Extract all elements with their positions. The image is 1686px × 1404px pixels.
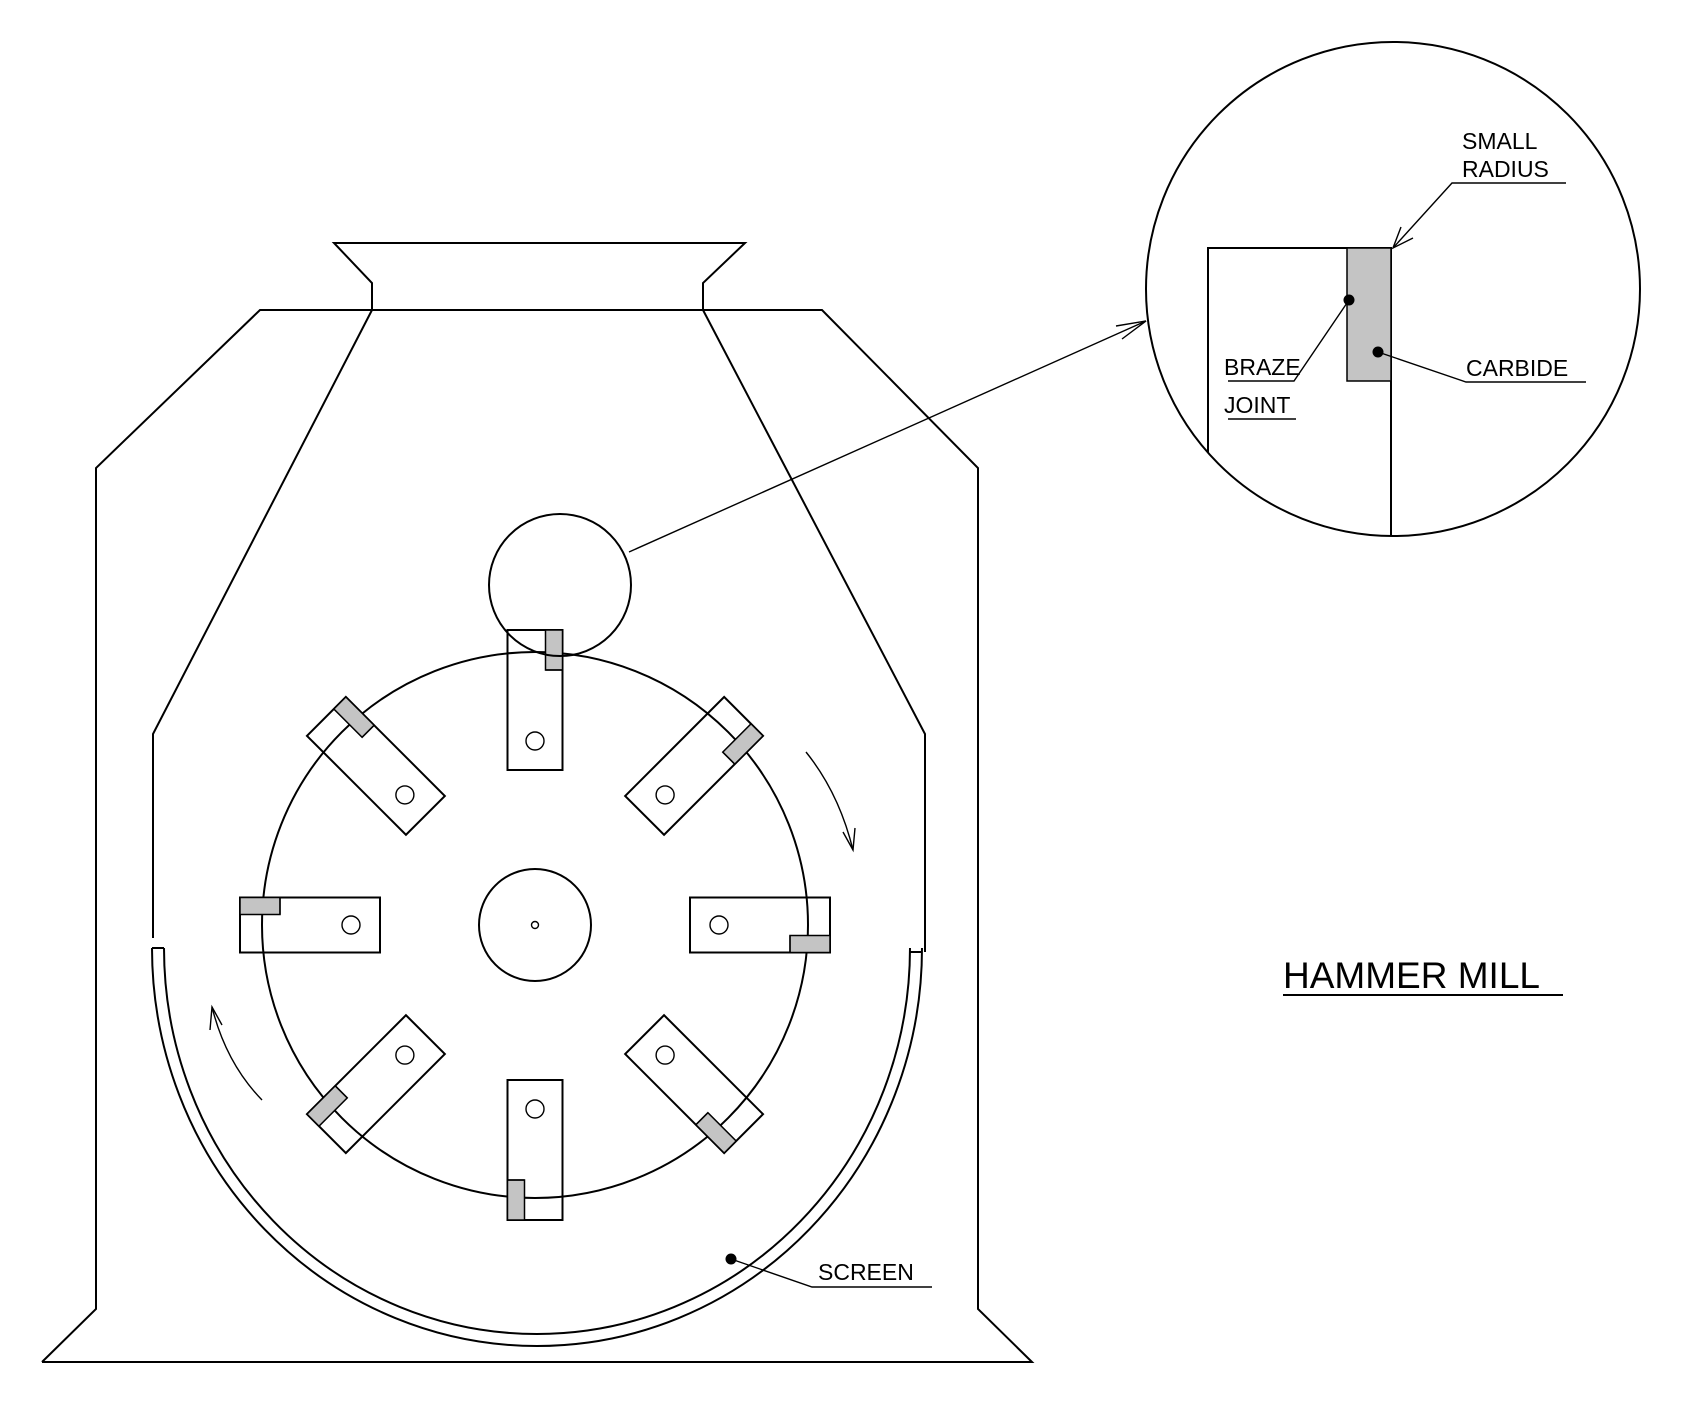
small-radius-label-1: SMALL [1462, 128, 1538, 154]
detail-hammer-outline [1207, 247, 1392, 536]
hammer-body [506, 1079, 564, 1221]
hammer-pin-hole [709, 915, 729, 935]
hammer-body [239, 896, 381, 954]
housing [41, 242, 1035, 1363]
title-block: HAMMER MILL [1283, 955, 1563, 996]
feed-hopper [331, 242, 748, 310]
detail-marker-circle [488, 513, 632, 657]
screen [151, 947, 923, 1347]
hammer-pin-hole [655, 785, 675, 805]
hammer-body [623, 1013, 765, 1155]
hammer-body [305, 695, 447, 837]
rotation-arrow-right [805, 751, 854, 851]
hammer-pin-hole [395, 1045, 415, 1065]
carbide-leader [1377, 351, 1586, 383]
screen-inner-arc [163, 947, 911, 1335]
rotor-disc [261, 651, 809, 1199]
rotor-hub [478, 868, 592, 982]
screen-callout: SCREEN [725, 1253, 932, 1288]
carbide-label: CARBIDE [1466, 355, 1568, 381]
hammer-pin-hole [655, 1045, 675, 1065]
hammers [239, 629, 831, 1221]
hammer-4 [623, 1013, 765, 1155]
rotation-arrow-right-head [842, 827, 856, 853]
housing-outline [41, 309, 1035, 1363]
screen-outer-arc [151, 947, 923, 1347]
hammer-pin-hole [525, 731, 545, 751]
braze-label-2: JOINT [1224, 392, 1290, 418]
hammer-pin-hole [525, 1099, 545, 1119]
detail-callout [488, 320, 1147, 657]
inner-chamber-right [702, 309, 926, 952]
hammer-body [689, 896, 831, 954]
braze-label-1: BRAZE [1224, 354, 1301, 380]
drawing-title: HAMMER MILL [1283, 955, 1540, 996]
hammer-6 [305, 1013, 447, 1155]
hammer-3 [689, 896, 831, 954]
rotation-arrows [209, 751, 856, 1101]
hammer-body [623, 695, 765, 837]
hammer-5 [506, 1079, 564, 1221]
hammer-carbide-tip [789, 934, 831, 954]
hammer-pin-hole [395, 785, 415, 805]
hammer-body [506, 629, 564, 771]
hammer-carbide-tip [544, 629, 564, 671]
screen-label: SCREEN [818, 1259, 914, 1285]
detail-view-circle [1145, 41, 1641, 537]
small-radius-leader [1392, 182, 1566, 249]
hammer-8 [305, 695, 447, 837]
hammer-2 [623, 695, 765, 837]
rotor-shaft [530, 920, 540, 930]
detail-leader-arrowhead [1115, 320, 1147, 340]
small-radius-arrowhead [1391, 226, 1414, 250]
hammer-7 [239, 896, 381, 954]
rotation-arrow-left-head [209, 1004, 223, 1031]
rotor [261, 651, 809, 1199]
small-radius-label-2: RADIUS [1462, 156, 1549, 182]
detail-carbide-insert [1346, 247, 1392, 382]
detail-leader-line [628, 320, 1147, 553]
screen-leader [730, 1258, 932, 1288]
inner-chamber [152, 309, 373, 938]
hammer-1 [506, 629, 564, 771]
rotation-arrow-left [211, 1006, 263, 1101]
detail-view: SMALL RADIUS CARBIDE BRAZE JOINT [1145, 41, 1641, 537]
hammer-carbide-tip [506, 1179, 526, 1221]
braze-leader [1228, 299, 1350, 382]
hammer-body [305, 1013, 447, 1155]
hammer-pin-hole [341, 915, 361, 935]
hammer-carbide-tip [239, 896, 281, 916]
